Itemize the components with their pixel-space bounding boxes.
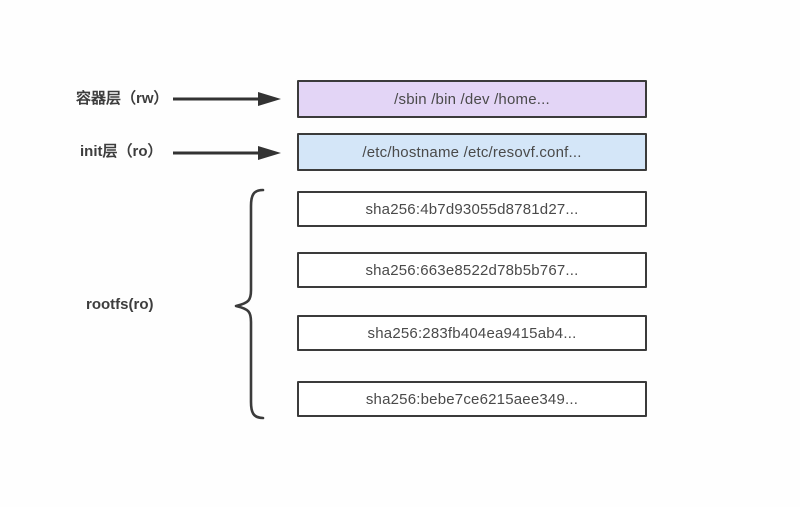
container-layer-arrow (173, 92, 281, 106)
container-layer-box: /sbin /bin /dev /home... (297, 80, 647, 118)
init-layer-box: /etc/hostname /etc/resovf.conf... (297, 133, 647, 171)
rootfs-sha-box: sha256:663e8522d78b5b767... (297, 252, 647, 288)
init-layer-arrow (173, 146, 281, 160)
rootfs-sha-box: sha256:4b7d93055d8781d27... (297, 191, 647, 227)
rootfs-label: rootfs(ro) (86, 296, 154, 313)
init-layer-label: init层（ro） (80, 143, 163, 160)
rootfs-curly-brace (234, 188, 265, 420)
rootfs-sha-box: sha256:bebe7ce6215aee349... (297, 381, 647, 417)
container-layer-label: 容器层（rw） (76, 90, 169, 107)
rootfs-sha-box: sha256:283fb404ea9415ab4... (297, 315, 647, 351)
